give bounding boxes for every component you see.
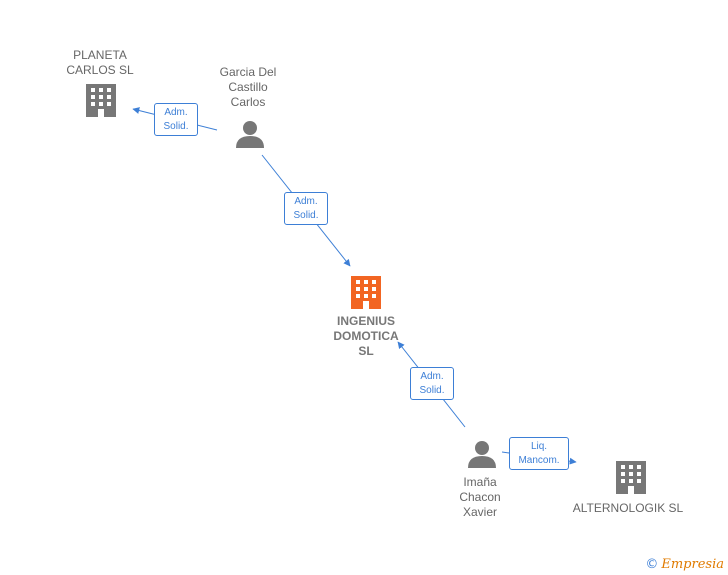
building-icon[interactable] xyxy=(351,276,381,309)
person-icon[interactable] xyxy=(468,441,496,468)
node-label-ingenius[interactable]: INGENIUS DOMOTICA SL xyxy=(333,314,399,358)
edge-label-garcia-planeta: Adm. Solid. xyxy=(154,103,198,136)
node-label-planeta[interactable]: PLANETA CARLOS SL xyxy=(66,48,134,77)
node-label-imana[interactable]: Imaña Chacon Xavier xyxy=(459,475,501,519)
person-icon[interactable] xyxy=(236,121,264,148)
building-icon[interactable] xyxy=(616,461,646,494)
brand-logo[interactable]: ©Empresia xyxy=(645,557,724,572)
edge-label-garcia-ingenius: Adm. Solid. xyxy=(284,192,328,225)
building-icon[interactable] xyxy=(86,84,116,117)
node-label-garcia[interactable]: Garcia Del Castillo Carlos xyxy=(219,65,277,109)
node-label-alternologik[interactable]: ALTERNOLOGIK SL xyxy=(572,501,684,515)
copyright-icon: © xyxy=(645,557,659,572)
edge-label-imana-alternologik: Liq. Mancom. xyxy=(509,437,569,470)
brand-name: Empresia xyxy=(661,557,724,572)
edge-label-imana-ingenius: Adm. Solid. xyxy=(410,367,454,400)
